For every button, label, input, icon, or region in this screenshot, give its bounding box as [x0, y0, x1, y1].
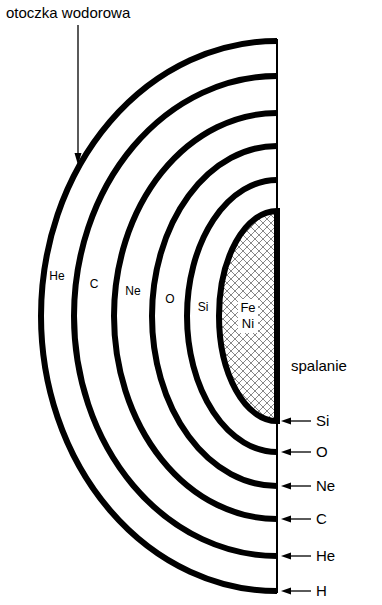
- leader-line: [77, 25, 78, 155]
- text-holder: C: [90, 278, 99, 292]
- shell-label: He: [49, 270, 64, 284]
- arrow-head: [281, 588, 291, 595]
- text-holder: spalanie: [291, 357, 347, 374]
- element-label: He: [316, 547, 335, 564]
- arrow-head: [281, 418, 291, 425]
- burning-shell-arc: [152, 146, 277, 486]
- element-label: O: [316, 443, 328, 460]
- legend-heading: spalanie: [291, 357, 347, 374]
- burning-shell-arc: [187, 180, 277, 452]
- text-holder: He: [49, 270, 64, 284]
- leader-line: [288, 451, 311, 452]
- shell-band: HeC NeO Si Fe Ni: [41, 41, 280, 591]
- arrow-head: [281, 483, 291, 490]
- text-holder: Ne: [316, 477, 335, 494]
- burning-shell-arc: [114, 113, 277, 519]
- arrow-head: [281, 516, 291, 523]
- element-label: H: [316, 582, 327, 599]
- core-arc: [219, 211, 277, 421]
- leader-line: [288, 420, 311, 421]
- burning-shell-arc: [74, 76, 277, 556]
- text-holder: C: [316, 510, 327, 527]
- shell-label: C: [90, 278, 99, 292]
- text-holder: Fe Ni: [238, 299, 257, 332]
- leader-line: [288, 518, 311, 519]
- arrow-head: [281, 449, 291, 456]
- shell-band: Si Fe Ni: [187, 180, 280, 452]
- shell-label: Ne: [125, 285, 140, 299]
- text-holder: otoczka wodorowa: [6, 4, 130, 21]
- leader-line: [288, 590, 311, 591]
- shell-band: NeO Si Fe Ni: [114, 113, 280, 519]
- text-holder: Ne: [125, 285, 140, 299]
- title-label: otoczka wodorowa: [6, 4, 130, 21]
- shell-band: O Si Fe Ni: [152, 146, 280, 486]
- shell-band: C NeO Si Fe Ni: [74, 76, 280, 556]
- core-label: Fe Ni: [238, 299, 257, 332]
- arrow-head: [281, 553, 291, 560]
- leader-line: [288, 485, 311, 486]
- text-holder: O: [316, 443, 328, 460]
- burning-shell-arc: [41, 41, 277, 591]
- text-holder: Si: [316, 412, 329, 429]
- text-holder: H: [316, 582, 327, 599]
- core-circle: Fe Ni: [219, 211, 280, 421]
- text-holder: He: [316, 547, 335, 564]
- text-holder: Si: [198, 301, 209, 315]
- leader-line: [288, 555, 311, 556]
- shell-label: Si: [198, 301, 209, 315]
- element-label: Ne: [316, 477, 335, 494]
- shell-label: O: [165, 293, 174, 307]
- element-label: C: [316, 510, 327, 527]
- text-holder: O: [165, 293, 174, 307]
- burning-arrows: [281, 418, 311, 595]
- element-label: Si: [316, 412, 329, 429]
